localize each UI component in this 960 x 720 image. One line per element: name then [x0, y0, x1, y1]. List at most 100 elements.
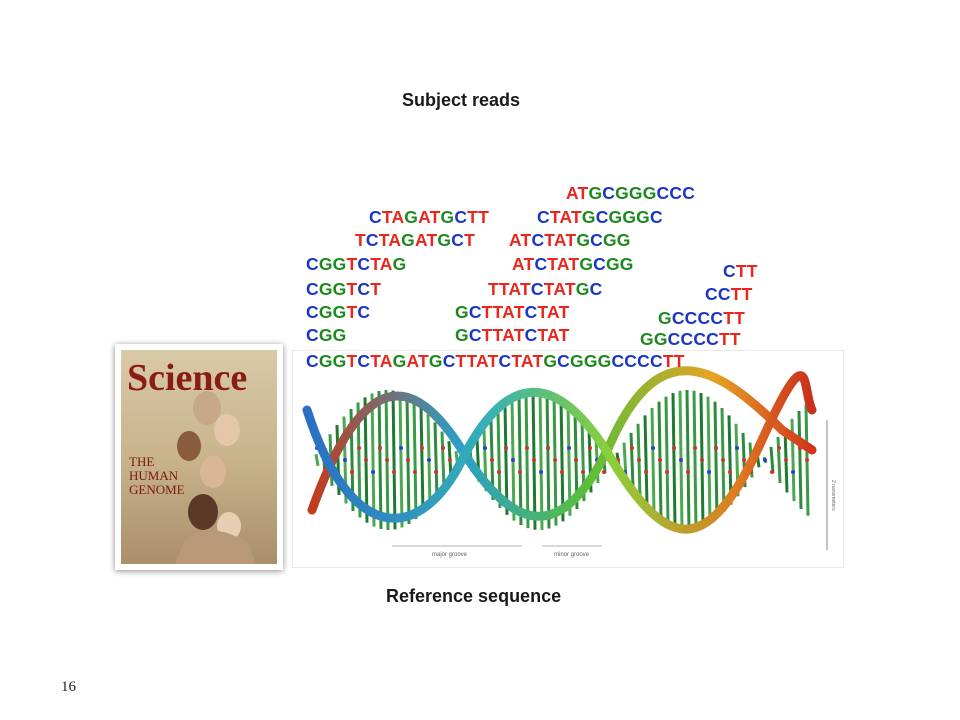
read-17: GGCCCCTT	[640, 329, 741, 350]
nucleotide-T: T	[558, 302, 570, 322]
nucleotide-G: G	[318, 325, 333, 345]
base-pair-stick	[524, 391, 530, 529]
nucleotide-G: G	[605, 254, 620, 274]
nucleotide-T: T	[735, 261, 747, 281]
nucleotide-G: G	[619, 254, 634, 274]
base-pair-stick	[629, 432, 635, 488]
nucleotide-C: C	[593, 254, 606, 274]
nucleotide-G: G	[318, 279, 333, 299]
nucleotide-C: C	[357, 302, 371, 322]
nucleotide-G: G	[318, 351, 333, 371]
scale-label: 2 nanometers	[830, 480, 836, 511]
nucleotide-A: A	[547, 302, 559, 322]
nucleotide-A: A	[553, 230, 566, 250]
nucleotide-C: C	[671, 308, 685, 328]
atom-dot	[679, 458, 683, 462]
atom-dot	[448, 458, 452, 462]
nucleotide-G: G	[570, 351, 584, 371]
nucleotide-T: T	[741, 284, 753, 304]
nucleotide-T: T	[455, 351, 467, 371]
nucleotide-G: G	[332, 325, 347, 345]
nucleotide-C: C	[534, 254, 548, 274]
nucleotide-A: A	[502, 302, 514, 322]
nucleotide-G: G	[455, 302, 469, 322]
nucleotide-A: A	[379, 351, 393, 371]
read-6: CGGTCTAG	[306, 254, 406, 275]
atom-dot	[525, 446, 529, 450]
base-pair-stick	[314, 453, 320, 467]
atom-dot	[392, 470, 396, 474]
nucleotide-C: C	[537, 207, 550, 227]
nucleotide-C: C	[637, 351, 650, 371]
read-5: ATCTATGCGG	[509, 230, 631, 251]
nucleotide-C: C	[306, 279, 319, 299]
nucleotide-G: G	[437, 230, 452, 250]
nucleotide-C: C	[705, 284, 718, 304]
nucleotide-T: T	[564, 279, 576, 299]
nucleotide-T: T	[467, 207, 479, 227]
read-12: CGGTC	[306, 302, 370, 323]
nucleotide-C: C	[468, 302, 482, 322]
nucleotide-C: C	[357, 254, 371, 274]
base-pair-stick	[538, 390, 544, 530]
read-15: CGG	[306, 325, 346, 346]
atom-dot	[420, 446, 424, 450]
nucleotide-T: T	[487, 351, 499, 371]
cover-headline-line-3: GENOME	[129, 482, 185, 497]
nucleotide-G: G	[440, 207, 455, 227]
nucleotide-T: T	[370, 254, 380, 274]
base-pair-stick	[419, 406, 425, 514]
atom-dot	[497, 470, 501, 474]
read-1: ATGCGGGCCC	[566, 183, 695, 204]
nucleotide-T: T	[492, 325, 503, 345]
nucleotide-T: T	[346, 351, 358, 371]
base-pair-stick	[377, 390, 383, 530]
nucleotide-C: C	[649, 207, 663, 227]
cover-masthead: Science	[127, 357, 247, 399]
nucleotide-C: C	[369, 207, 382, 227]
nucleotide-T: T	[346, 279, 358, 299]
nucleotide-T: T	[466, 351, 477, 371]
atom-dot	[574, 458, 578, 462]
nucleotide-T: T	[426, 230, 438, 250]
nucleotide-G: G	[401, 230, 415, 250]
nucleotide-T: T	[547, 254, 557, 274]
nucleotide-C: C	[306, 254, 319, 274]
read-9: CGGTCT	[306, 279, 381, 300]
atom-dot	[581, 470, 585, 474]
atom-dot	[560, 470, 564, 474]
nucleotide-A: A	[388, 230, 402, 250]
base-pair-stick	[517, 394, 523, 526]
nucleotide-T: T	[513, 325, 525, 345]
nucleotide-A: A	[391, 207, 405, 227]
nucleotide-T: T	[570, 207, 582, 227]
nucleotide-C: C	[498, 351, 512, 371]
nucleotide-T: T	[520, 279, 531, 299]
read-13: GCTTATCTAT	[455, 302, 569, 323]
atom-dot	[427, 458, 431, 462]
nucleotide-T: T	[370, 279, 382, 299]
nucleotide-G: G	[622, 207, 637, 227]
nucleotide-C: C	[557, 351, 570, 371]
read-7: ATCTATGCGG	[512, 254, 634, 275]
atom-dot	[630, 446, 634, 450]
nucleotide-T: T	[544, 230, 554, 250]
atom-dot	[518, 470, 522, 474]
atom-dot	[784, 458, 788, 462]
nucleotide-T: T	[734, 308, 745, 328]
read-3: CTATGCGGGC	[537, 207, 663, 228]
base-pair-stick	[797, 410, 803, 510]
nucleotide-G: G	[581, 207, 596, 227]
nucleotide-T: T	[378, 230, 389, 250]
nucleotide-C: C	[306, 325, 319, 345]
nucleotide-T: T	[565, 230, 577, 250]
base-pair-stick	[559, 398, 565, 522]
nucleotide-G: G	[332, 302, 347, 322]
nucleotide-T: T	[532, 351, 544, 371]
nucleotide-T: T	[558, 325, 570, 345]
base-pair-stick	[776, 436, 782, 484]
atom-dot	[693, 446, 697, 450]
groove-label-major: major groove	[432, 552, 468, 558]
nucleotide-C: C	[468, 325, 482, 345]
nucleotide-G: G	[576, 230, 591, 250]
